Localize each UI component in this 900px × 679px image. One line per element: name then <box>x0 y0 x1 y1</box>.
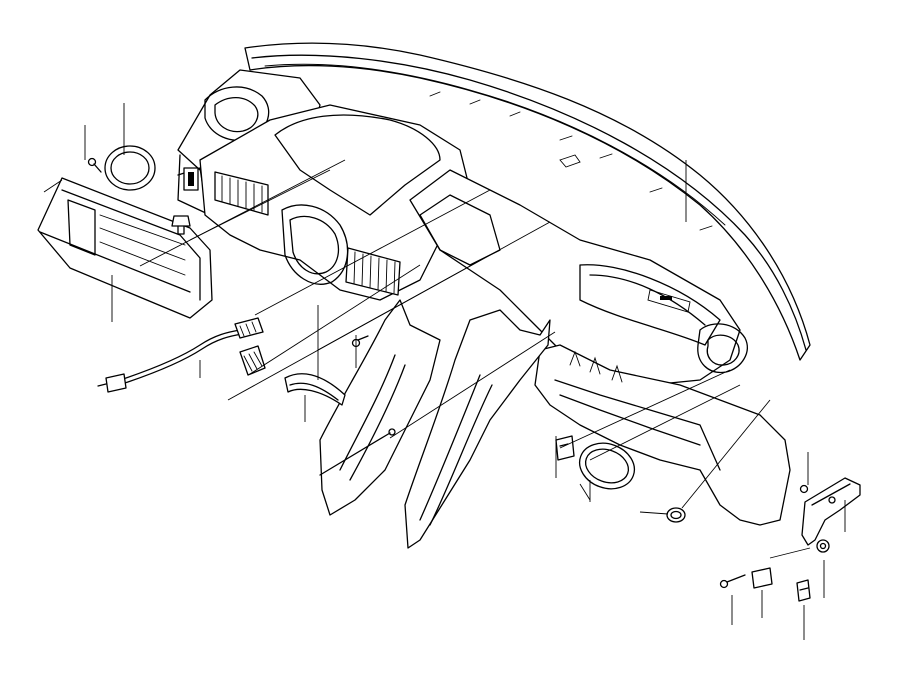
ring-bezel-right <box>578 442 636 490</box>
nut-right <box>816 539 830 553</box>
slot-accent <box>660 296 672 300</box>
gauge-ring-bezel <box>104 145 156 191</box>
clip-small-2 <box>796 579 811 602</box>
cable-assembly <box>97 317 264 393</box>
screw-middle <box>351 335 369 348</box>
lower-right-panel <box>534 344 791 526</box>
dashboard-top-panel <box>244 42 811 361</box>
screw-bottom-left <box>719 574 746 589</box>
vent-accent <box>188 172 194 186</box>
push-clip <box>171 215 191 235</box>
right-dash-section <box>409 169 748 386</box>
center-console-left-side <box>319 299 441 516</box>
grommet-right <box>666 507 686 523</box>
center-console-face <box>199 104 471 301</box>
grab-handle <box>284 373 346 406</box>
screw-bracket-top <box>799 484 809 494</box>
callout-lines <box>43 103 846 640</box>
clip-right <box>555 435 575 461</box>
switch-button <box>239 345 266 376</box>
clip-small <box>751 567 773 589</box>
instrument-cluster-cover <box>37 177 213 319</box>
screw-lower <box>319 428 396 476</box>
left-vent-grille <box>214 171 269 216</box>
center-console-right-side <box>404 309 551 549</box>
screw-left <box>87 157 102 173</box>
mounting-bracket <box>801 477 861 546</box>
